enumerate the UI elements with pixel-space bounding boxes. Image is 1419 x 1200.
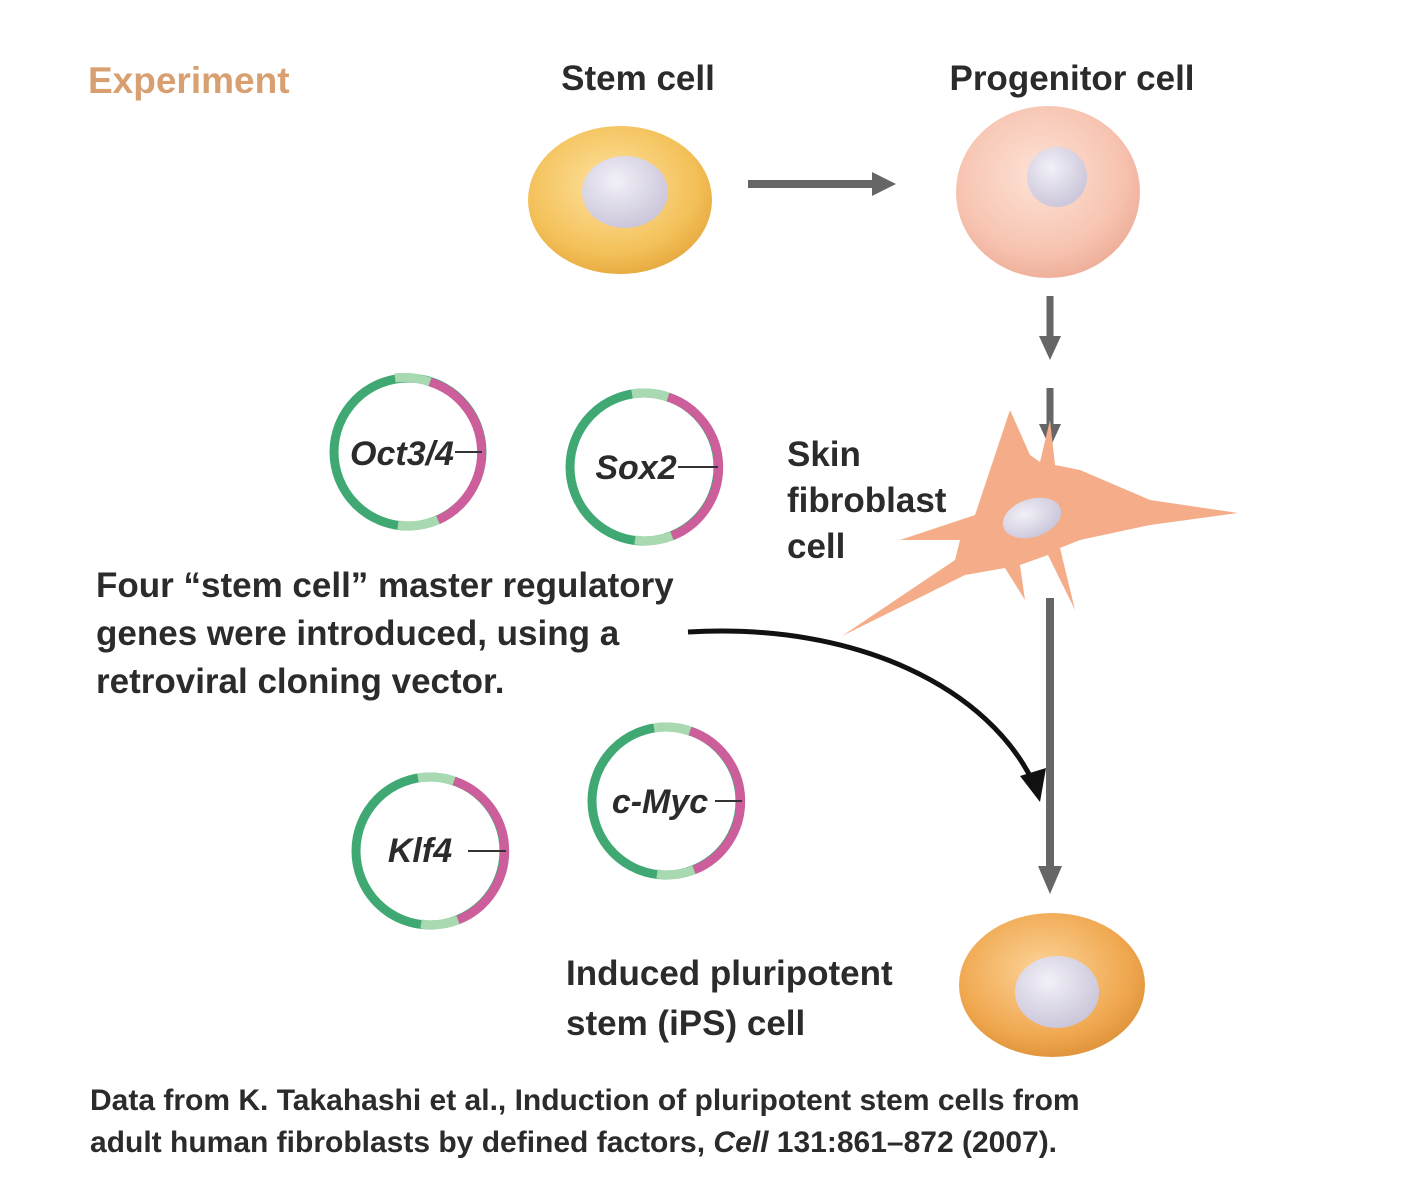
fibroblast-label-line2: fibroblast (787, 481, 947, 520)
fibroblast-label-line1: Skin (787, 435, 861, 474)
stem-cell-label: Stem cell (561, 59, 715, 98)
plasmid-klf4 (351, 772, 510, 930)
experiment-label: Experiment (88, 60, 290, 101)
stem-cell-nucleus (582, 156, 668, 228)
curved-arrowhead (1020, 768, 1046, 802)
gene-label-oct34: Oct3/4 (350, 435, 454, 473)
citation-line2-post: 131:861–872 (2007). (768, 1126, 1057, 1159)
fibroblast-label-line3: cell (787, 527, 845, 566)
progenitor-cell (956, 106, 1140, 278)
ips-label-line2: stem (iPS) cell (566, 1004, 805, 1043)
ips-cell-nucleus (1015, 956, 1099, 1028)
description-line2: genes were introduced, using a (96, 614, 620, 653)
gene-label-sox2: Sox2 (595, 449, 676, 487)
citation-line1: Data from K. Takahashi et al., Induction… (90, 1084, 1080, 1117)
arrowhead-stem-to-progenitor (872, 172, 896, 196)
progenitor-cell-nucleus (1027, 147, 1087, 207)
arrowhead-fibroblast-to-ips (1038, 866, 1062, 894)
gene-label-klf4: Klf4 (388, 832, 452, 870)
fibroblast-nucleus (1002, 497, 1062, 539)
description-line3: retroviral cloning vector. (96, 662, 504, 701)
stem-cell (528, 126, 712, 274)
plasmid-sox2 (565, 388, 724, 546)
progenitor-cell-label: Progenitor cell (949, 59, 1194, 98)
plasmid-oct34 (329, 372, 487, 531)
ips-cell (959, 913, 1145, 1057)
curved-arrow-genes-to-ips (687, 628, 1037, 786)
plasmid-cmyc (587, 722, 746, 880)
gene-label-cmyc: c-Myc (612, 783, 708, 821)
citation-line2-pre: adult human fibroblasts by defined facto… (90, 1126, 713, 1159)
citation-journal: Cell (713, 1126, 769, 1159)
citation-line2: adult human fibroblasts by defined facto… (90, 1126, 1057, 1159)
ips-label-line1: Induced pluripotent (566, 954, 893, 993)
arrow-progenitor-to-fibroblast (1039, 296, 1061, 448)
description-line1: Four “stem cell” master regulatory (96, 566, 674, 605)
fibroblast-cell (842, 410, 1238, 636)
